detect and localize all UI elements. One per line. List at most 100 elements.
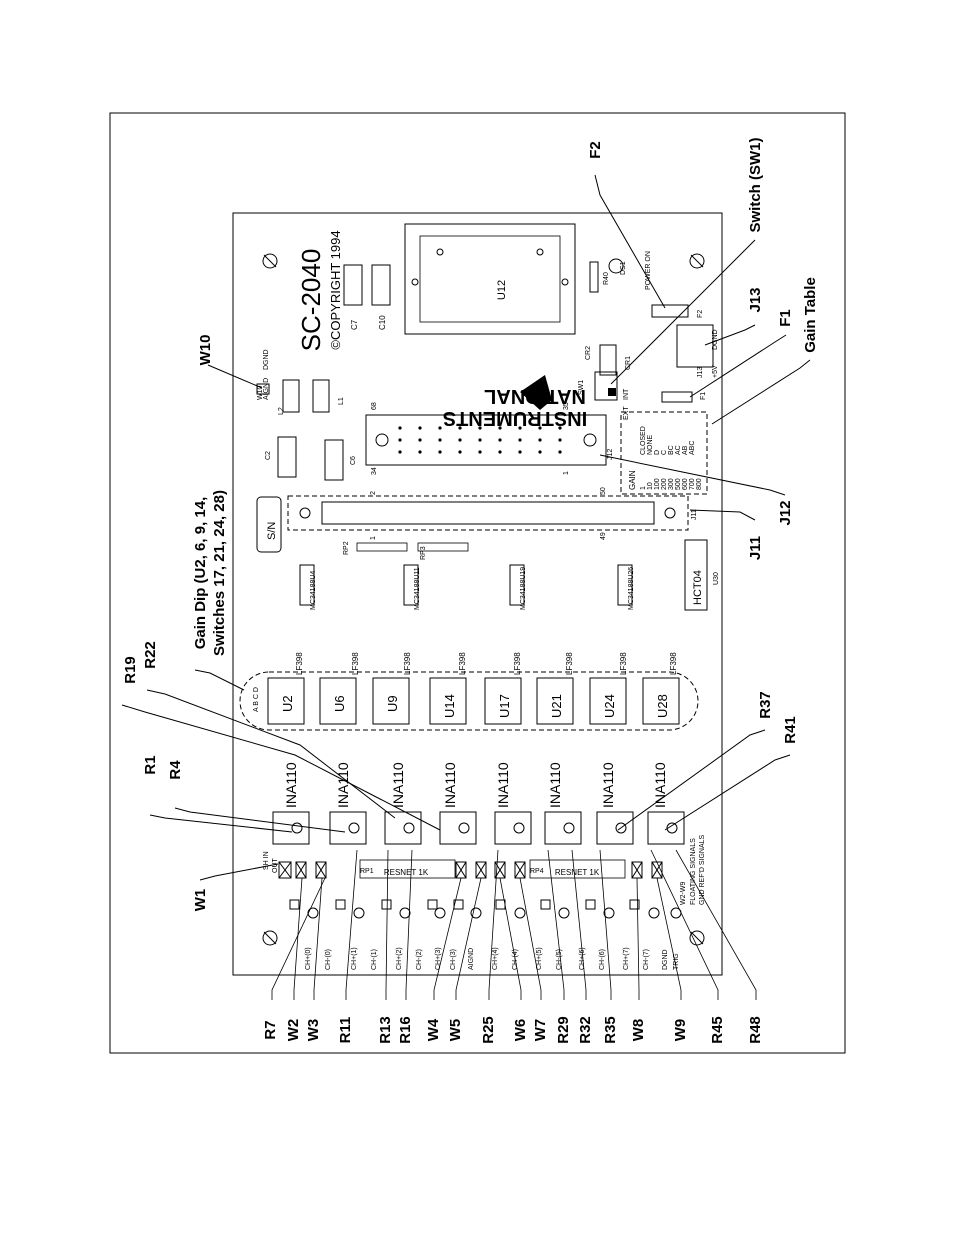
mounting-holes [262,253,705,946]
svg-text:J13: J13 [747,287,764,312]
svg-text:CH+(4): CH+(4) [492,947,499,970]
svg-text:AIGND: AIGND [468,948,475,970]
svg-text:1: 1 [563,471,570,475]
svg-text:LF398: LF398 [351,652,360,675]
svg-text:INA110: INA110 [547,762,563,808]
svg-text:34: 34 [371,467,378,475]
svg-text:CH+(1): CH+(1) [351,947,358,970]
gain-switch-setting: C [661,450,668,455]
svg-text:RP1: RP1 [360,868,374,875]
svg-text:DGND: DGND [712,329,719,350]
svg-text:F2: F2 [697,310,704,318]
callout-bottom: R7 W2 W3 R11 R13 R16 W4 W5 R25 W6 W7 R29… [262,1016,764,1044]
svg-text:CH-(6): CH-(6) [599,949,606,970]
svg-text:R1: R1 [142,755,159,774]
j13-connector [676,324,714,368]
gain-value: 600 [682,478,689,490]
svg-text:DS1: DS1 [620,261,627,275]
svg-text:R4: R4 [167,760,184,780]
svg-text:U21: U21 [549,694,564,718]
svg-text:GAIN: GAIN [628,470,637,490]
j12-pins [398,426,562,454]
gain-value: 700 [689,478,696,490]
hct04-chip [684,539,708,611]
svg-text:TRIG: TRIG [673,953,680,970]
svg-text:50: 50 [600,487,607,495]
svg-text:W7: W7 [532,1019,549,1042]
svg-text:CR1: CR1 [625,356,632,370]
screw-terminals [289,899,682,919]
board-model: SC-2040 [296,249,326,352]
gain-switch-setting: AB [682,445,689,455]
j11-connector [287,495,689,531]
svg-text:SW1: SW1 [578,380,585,395]
svg-text:CH+(2): CH+(2) [396,947,403,970]
svg-text:W10: W10 [197,335,214,366]
brand-instruments: INSTRUMENTS [443,407,587,429]
svg-text:R13: R13 [377,1016,394,1044]
gain-switch-setting: AC [675,445,682,455]
svg-text:INA110: INA110 [652,762,668,808]
svg-text:Gain Table: Gain Table [802,277,819,353]
u12-socket [404,223,576,335]
svg-text:RP4: RP4 [530,868,544,875]
svg-text:CH-(1): CH-(1) [371,949,378,970]
svg-text:MC34188U19: MC34188U19 [520,567,527,610]
svg-text:CH+(3): CH+(3) [435,947,442,970]
svg-text:C7: C7 [350,319,359,330]
j12-connector [365,414,607,466]
gain-value: 10 [647,482,654,490]
svg-text:L2: L2 [278,407,285,415]
svg-text:W6: W6 [512,1019,529,1042]
svg-text:R41: R41 [782,716,799,744]
svg-text:W2-W9: W2-W9 [680,882,687,905]
svg-text:LF398: LF398 [565,652,574,675]
callout-top: W10 R19 R22 R1 R4 W1 [121,335,441,912]
svg-text:W1: W1 [192,889,209,912]
svg-text:W4: W4 [425,1018,442,1041]
svg-text:R40: R40 [603,272,610,285]
svg-text:LF398: LF398 [669,652,678,675]
gain-dip-outline [239,671,699,731]
svg-text:U9: U9 [385,695,400,712]
svg-text:RESNET 1K: RESNET 1K [384,868,429,877]
lf398-row: LF398 LF398 LF398 LF398 LF398 LF398 LF39… [295,652,678,675]
svg-text:INA110: INA110 [442,762,458,808]
svg-text:FLOATING SIGNALS: FLOATING SIGNALS [690,838,697,905]
svg-text:CH-(2): CH-(2) [416,949,423,970]
svg-text:35: 35 [563,402,570,410]
svg-text:1: 1 [370,536,377,540]
svg-text:MC34188U4: MC34188U4 [310,571,317,610]
svg-text:49: 49 [600,532,607,540]
copyright-text: ©COPYRIGHT 1994 [328,230,343,349]
svg-text:CH-(3): CH-(3) [450,949,457,970]
gain-table [620,411,708,495]
svg-text:Switch (SW1): Switch (SW1) [747,137,764,232]
svg-text:F1: F1 [700,392,707,400]
svg-text:U17: U17 [497,694,512,718]
ina110-row: INA110 INA110 INA110 INA110 INA110 INA11… [283,762,668,808]
svg-text:CH+(7): CH+(7) [623,947,630,970]
svg-text:W3: W3 [305,1019,322,1042]
svg-text:J13: J13 [697,367,704,378]
callout-right: F2 Switch (SW1) J13 F1 Gain Table J12 J1… [587,137,819,831]
gain-value: 500 [675,478,682,490]
svg-text:DGND: DGND [263,349,270,370]
svg-text:U6: U6 [332,695,347,712]
svg-text:+5V: +5V [712,365,719,378]
svg-text:AIGND: AIGND [263,378,270,400]
gain-value: 200 [661,478,668,490]
brand-eagle-icon [520,375,552,410]
svg-text:CH-(7): CH-(7) [643,949,650,970]
svg-text:C10: C10 [378,315,387,330]
svg-text:INA110: INA110 [390,762,406,808]
svg-text:A B C D: A B C D [253,687,260,712]
svg-text:SH IN: SH IN [263,851,270,870]
svg-text:R35: R35 [602,1016,619,1044]
gain-dip-label: Gain Dip (U2, 6, 9, 14, [192,497,209,650]
gain-switch-setting: NONE [647,434,654,455]
svg-text:J12: J12 [607,449,614,460]
svg-text:U2: U2 [280,695,295,712]
svg-text:2: 2 [370,491,377,495]
svg-text:R29: R29 [555,1016,572,1044]
